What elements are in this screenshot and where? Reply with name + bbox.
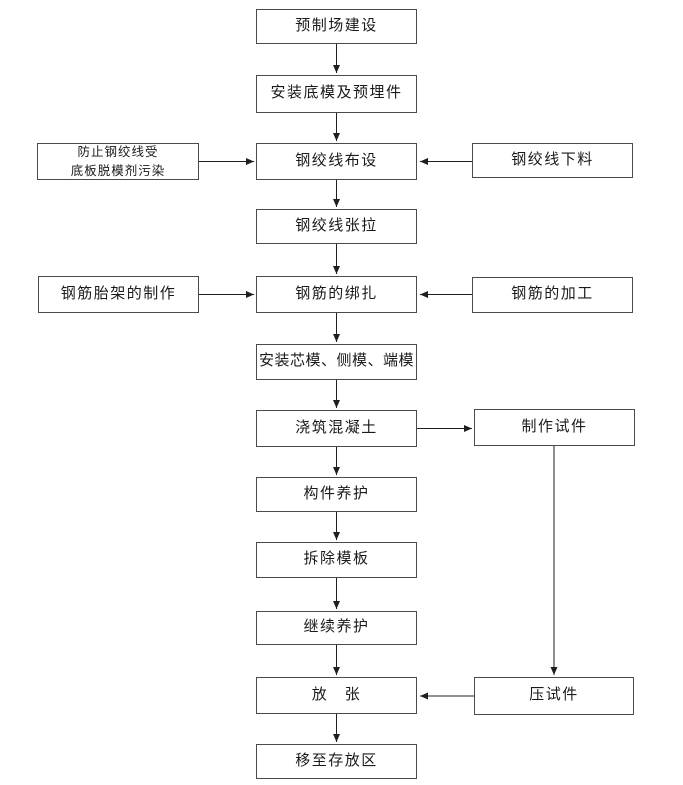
flow-node-compress-test-specimens: 压试件 (474, 677, 634, 715)
flow-node-move-to-storage: 移至存放区 (256, 744, 417, 779)
flow-node-pour-concrete: 浇筑混凝土 (256, 410, 417, 447)
flow-node-rebar-tying: 钢筋的绑扎 (256, 276, 417, 313)
flow-note-prevent-strand-contamination: 防止钢绞线受 底板脱模剂污染 (37, 143, 199, 180)
flow-node-release-tension: 放 张 (256, 677, 417, 714)
flow-node-strand-cutting: 钢绞线下料 (472, 143, 633, 178)
flow-node-remove-formwork: 拆除模板 (256, 542, 417, 578)
flow-node-rebar-jig-fabrication: 钢筋胎架的制作 (38, 276, 199, 313)
flow-node-make-test-specimens: 制作试件 (474, 409, 635, 446)
flow-node-install-core-side-end-forms: 安装芯模、侧模、端模 (256, 344, 417, 380)
flow-node-install-bottom-form: 安装底模及预埋件 (256, 75, 417, 113)
flow-node-strand-layout: 钢绞线布设 (256, 143, 417, 180)
flow-node-precast-yard-construction: 预制场建设 (256, 9, 417, 44)
flow-node-strand-tensioning: 钢绞线张拉 (256, 209, 417, 244)
flow-node-continue-curing: 继续养护 (256, 611, 417, 645)
flow-node-component-curing: 构件养护 (256, 477, 417, 512)
flow-node-rebar-processing: 钢筋的加工 (472, 277, 633, 313)
